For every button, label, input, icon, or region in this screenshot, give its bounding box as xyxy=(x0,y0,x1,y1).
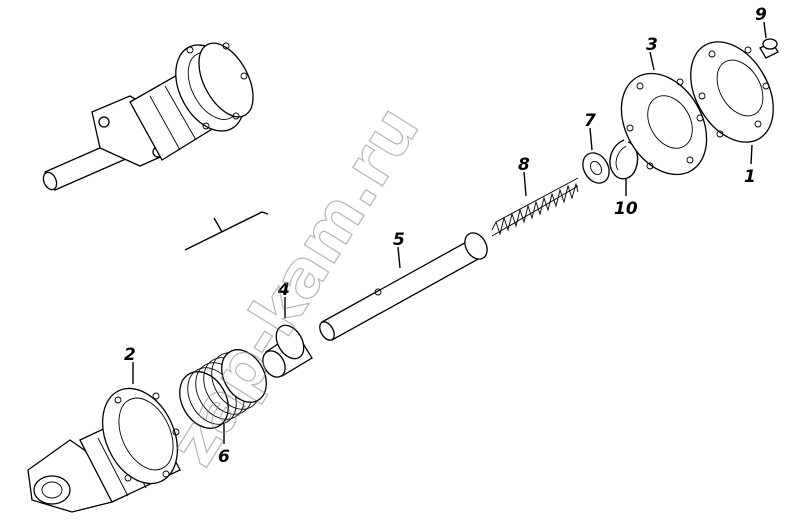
part-6-spring xyxy=(179,349,267,429)
part-1-cover xyxy=(690,41,774,143)
assembly-bracket-line xyxy=(184,211,269,251)
part-2-body xyxy=(27,387,181,513)
part-7-washer xyxy=(582,152,610,184)
part-3-gasket xyxy=(620,72,708,176)
callout-8: 8 xyxy=(518,155,530,175)
leader-lines xyxy=(132,21,767,444)
callout-6: 6 xyxy=(218,447,230,467)
assembled-unit-top xyxy=(42,42,254,191)
callout-4: 4 xyxy=(277,280,290,300)
callout-10: 10 xyxy=(614,199,638,219)
part-4-spring-seat xyxy=(262,324,313,378)
part-5-rod xyxy=(319,232,488,341)
part-9-plug xyxy=(759,38,779,59)
callout-1: 1 xyxy=(744,167,756,187)
assembly-tick xyxy=(213,217,223,233)
callout-labels: 1 2 3 4 5 6 7 8 9 10 xyxy=(124,5,767,467)
callout-9: 9 xyxy=(755,5,767,25)
callout-2: 2 xyxy=(124,345,136,365)
callout-7: 7 xyxy=(584,111,596,131)
part-8-small-spring xyxy=(491,177,579,237)
callout-3: 3 xyxy=(646,35,658,55)
callout-5: 5 xyxy=(393,230,405,250)
